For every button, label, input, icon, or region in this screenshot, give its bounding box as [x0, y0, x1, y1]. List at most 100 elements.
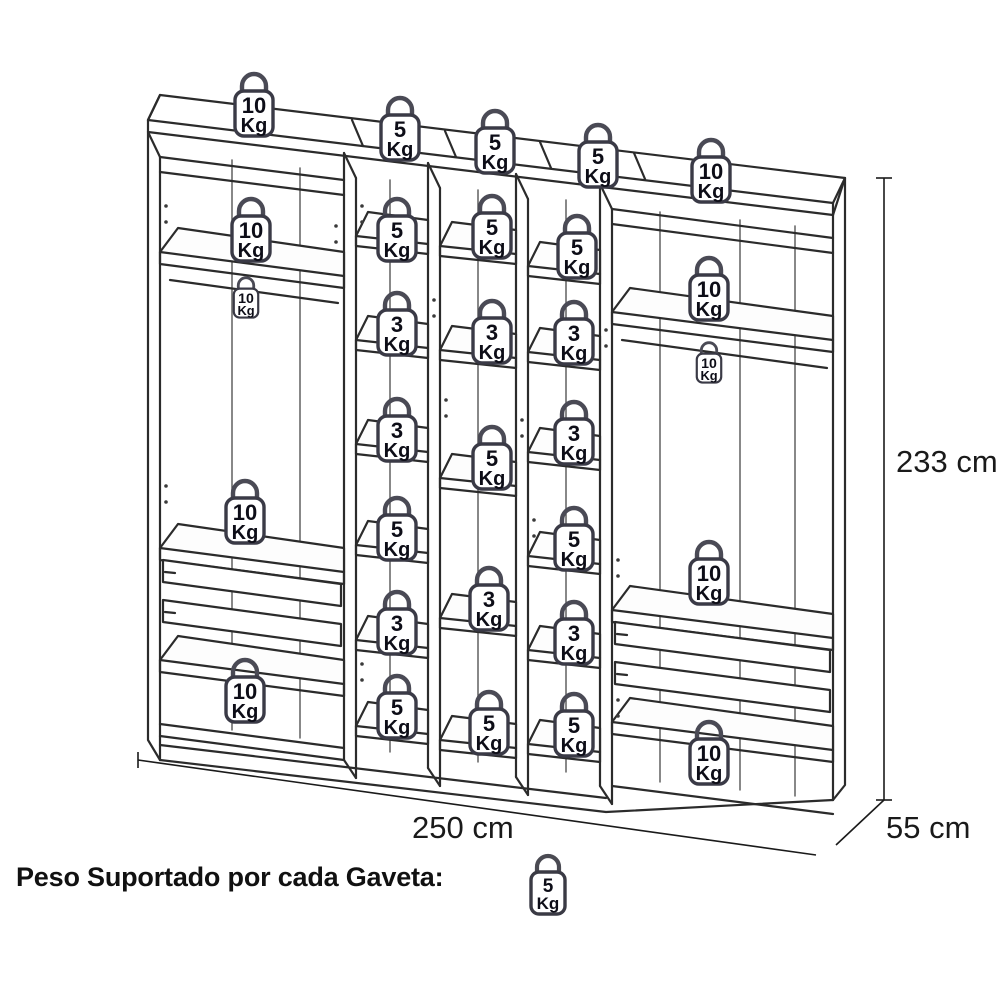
padlock-icon: 3Kg	[471, 298, 513, 365]
weight-badge-unit: Kg	[241, 115, 268, 137]
padlock-icon: 3Kg	[553, 299, 595, 366]
weight-badge-value: 3	[391, 418, 403, 443]
weight-badge-value: 5	[483, 711, 495, 736]
padlock-icon: 5Kg	[468, 689, 510, 756]
weight-badge-value: 3	[483, 587, 495, 612]
weight-badge-value: 3	[568, 421, 580, 446]
dimension-width-label: 250 cm	[412, 810, 514, 845]
weight-badge-value: 5	[394, 117, 406, 142]
weight-badge-value: 10	[233, 500, 257, 525]
weight-badge-value: 3	[568, 621, 580, 646]
weight-badge-unit: Kg	[482, 152, 509, 174]
padlock-icon: 3Kg	[553, 399, 595, 466]
padlock-icon: 3Kg	[553, 599, 595, 666]
weight-badge-value: 3	[391, 312, 403, 337]
weight-badge-unit: Kg	[561, 735, 588, 757]
weight-badge-unit: Kg	[384, 717, 411, 739]
padlock-icon: 5 Kg	[529, 853, 567, 916]
padlock-icon: 5Kg	[556, 213, 598, 280]
weight-badge-value: 10	[697, 561, 721, 586]
weight-badge-value: 5	[489, 130, 501, 155]
weight-badge-unit: Kg	[232, 522, 259, 544]
weight-badge-unit: Kg	[696, 299, 723, 321]
weight-badge-value: 5	[486, 446, 498, 471]
padlock-icon: 3Kg	[468, 565, 510, 632]
weight-badge-unit: Kg	[564, 257, 591, 279]
padlock-icon: 5Kg	[379, 95, 421, 162]
weight-badge-value: 10	[233, 679, 257, 704]
weight-badge-unit: Kg	[479, 237, 506, 259]
weight-badge-value: 5	[391, 517, 403, 542]
padlock-icon: 3Kg	[376, 396, 418, 463]
dimension-height-label: 233 cm	[896, 444, 998, 479]
weight-badge-value: 3	[568, 321, 580, 346]
weight-badge-value: 10	[699, 159, 723, 184]
padlock-icon: 5Kg	[471, 424, 513, 491]
padlock-icon: 5Kg	[376, 673, 418, 740]
weight-badge-value: 5	[571, 235, 583, 260]
weight-badge-value: 5	[568, 527, 580, 552]
weight-badge-unit: Kg	[561, 643, 588, 665]
padlock-icon: 3Kg	[376, 290, 418, 357]
weight-badge-value: 5	[592, 144, 604, 169]
drawer-capacity-caption: Peso Suportado por cada Gaveta:	[16, 862, 444, 892]
weight-badge-unit: Kg	[232, 701, 259, 723]
weight-badge-unit: Kg	[384, 240, 411, 262]
weight-badge-unit: Kg	[585, 166, 612, 188]
weight-badge-value: 5	[568, 713, 580, 738]
padlock-icon: 5Kg	[471, 193, 513, 260]
dimension-depth-label: 55 cm	[886, 810, 971, 845]
padlock-icon: 5Kg	[474, 108, 516, 175]
weight-badge-unit: Kg	[476, 733, 503, 755]
weight-badge-unit: Kg	[696, 763, 723, 785]
weight-badge-unit: Kg	[387, 139, 414, 161]
padlock-icon: 5Kg	[553, 691, 595, 758]
padlock-icon: 5Kg	[553, 505, 595, 572]
weight-badge-unit: Kg	[479, 468, 506, 490]
weight-badge-unit: Kg	[384, 539, 411, 561]
padlock-icon: 5Kg	[376, 196, 418, 263]
weight-badge-value: 5	[486, 215, 498, 240]
padlock-icon: 5Kg	[376, 495, 418, 562]
weight-badge-unit: Kg	[700, 368, 717, 383]
weight-badge-value: 10	[242, 93, 266, 118]
weight-badge-caption: 5 Kg	[522, 848, 574, 920]
weight-badge-unit: Kg	[479, 342, 506, 364]
weight-badge-unit: Kg	[561, 343, 588, 365]
weight-badge-unit: Kg	[238, 240, 265, 262]
weight-badge-unit: Kg	[237, 303, 254, 318]
weight-badge-unit: Kg	[561, 443, 588, 465]
weight-badge-value: 5	[391, 695, 403, 720]
